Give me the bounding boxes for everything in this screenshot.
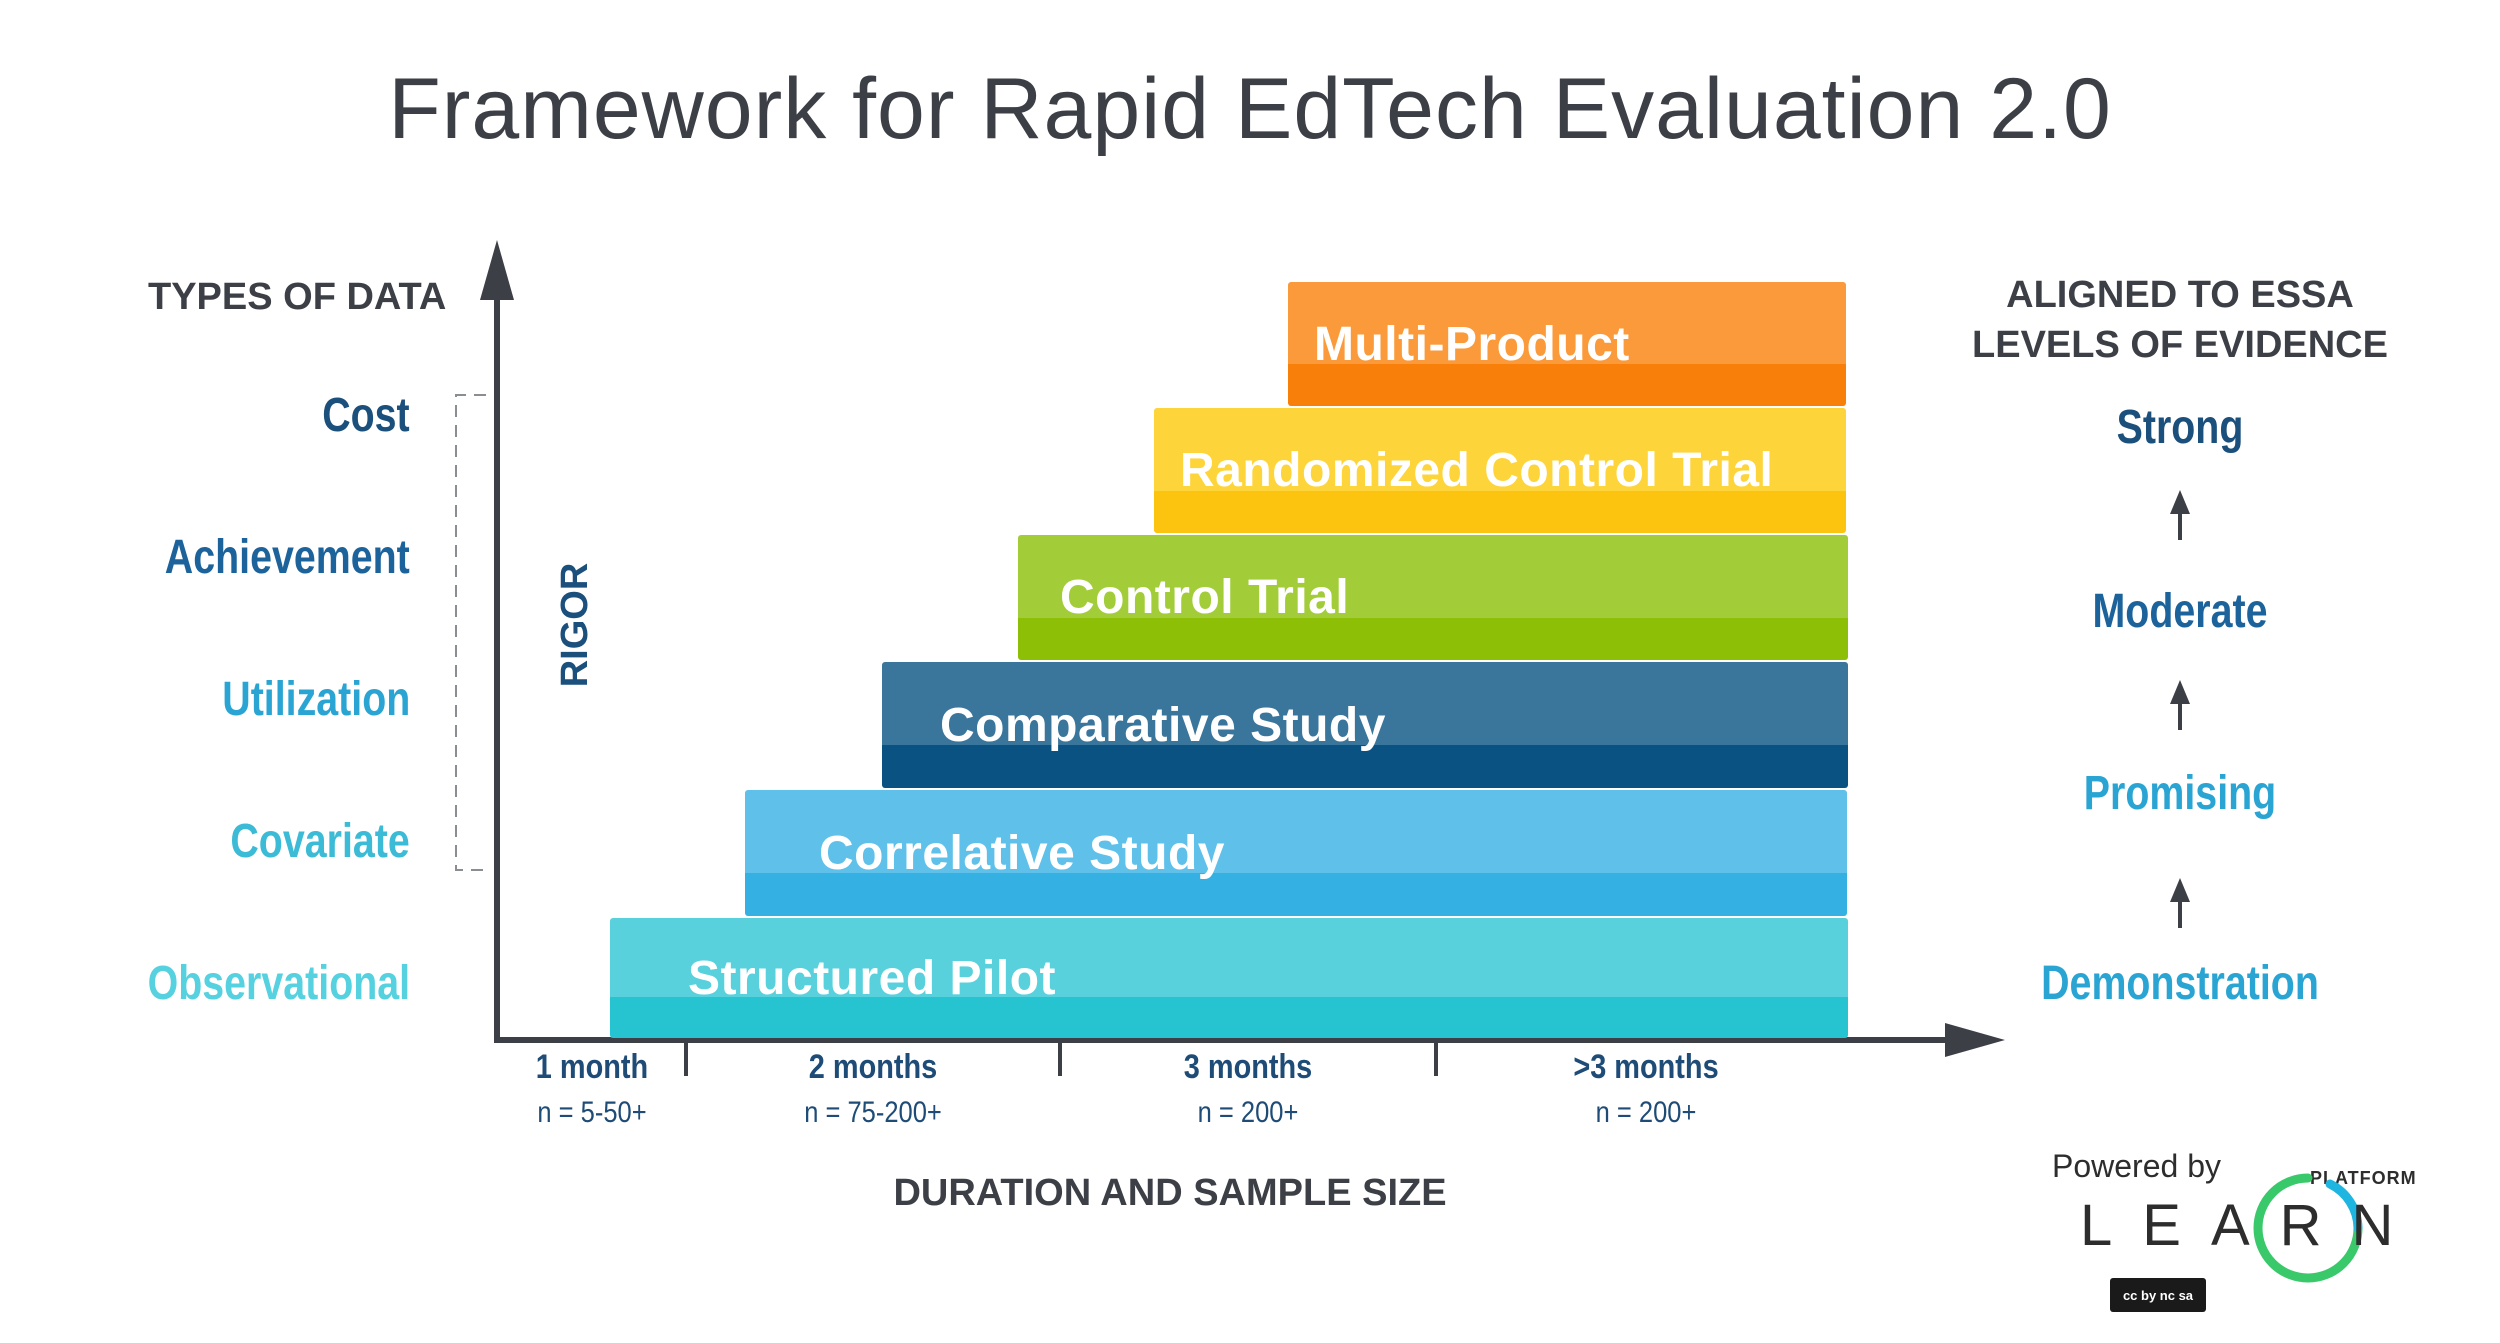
evidence-level-moderate: Moderate	[2092, 585, 2268, 638]
sample-3-months: n = 200+	[1197, 1096, 1299, 1129]
bar-randomized-control-trial: Randomized Control Trial	[1154, 408, 1846, 533]
data-type-achievement: Achievement	[164, 531, 410, 584]
evidence-level-promising: Promising	[2083, 767, 2277, 820]
duration-3-months: 3 months	[1183, 1048, 1313, 1086]
bar-comparative-study: Comparative Study	[882, 662, 1848, 788]
y-axis-arrowhead	[480, 240, 514, 300]
data-type-covariate: Covariate	[230, 815, 410, 868]
bar-top-band	[745, 790, 1847, 874]
sample-2-months: n = 75-200+	[804, 1096, 942, 1129]
study-label-control-trial: Control Trial	[1060, 571, 1350, 624]
brand-learn-wordmark: LEARN	[2080, 1193, 2424, 1258]
evidence-level-strong: Strong	[2116, 401, 2244, 454]
bar-multi-product: Multi-Product	[1288, 282, 1846, 406]
duration-over-3-months: >3 months	[1573, 1048, 1719, 1086]
essa-heading: ALIGNED TO ESSA LEVELS OF EVIDENCE	[1920, 270, 2440, 370]
level-arrow-1	[2170, 490, 2190, 540]
essa-heading-line1: ALIGNED TO ESSA	[2006, 274, 2354, 316]
bar-top-band	[882, 662, 1848, 746]
study-label-correlative-study: Correlative Study	[819, 826, 1225, 880]
bar-control-trial: Control Trial	[1018, 535, 1848, 660]
data-type-observational: Observational	[147, 957, 410, 1010]
study-label-randomized-control-trial: Randomized Control Trial	[1180, 444, 1774, 497]
x-axis-arrowhead	[1945, 1023, 2005, 1057]
data-type-cost: Cost	[322, 389, 410, 442]
sample-1-month: n = 5-50+	[537, 1096, 647, 1129]
study-label-structured-pilot: Structured Pilot	[688, 951, 1057, 1005]
powered-by-text: Powered by	[2052, 1148, 2221, 1184]
bar-top-band	[1154, 408, 1846, 491]
data-type-bracket	[455, 394, 486, 871]
bar-bottom-band	[1288, 363, 1846, 406]
level-arrow-3	[2170, 878, 2190, 928]
bar-bottom-band	[1154, 490, 1846, 533]
level-arrow-2	[2170, 680, 2190, 730]
evidence-level-demonstration: Demonstration	[2041, 957, 2319, 1010]
duration-2-months: 2 months	[808, 1048, 938, 1086]
bar-bottom-band	[882, 745, 1848, 788]
bar-bottom-band	[745, 873, 1847, 916]
study-label-multi-product: Multi-Product	[1314, 317, 1630, 371]
page-title: Framework for Rapid EdTech Evaluation 2.…	[388, 61, 2112, 157]
sample-over-3-months: n = 200+	[1595, 1096, 1697, 1129]
x-axis-label: DURATION AND SAMPLE SIZE	[893, 1172, 1447, 1214]
essa-heading-line2: LEVELS OF EVIDENCE	[1972, 324, 2388, 366]
y-axis-label: RIGOR	[554, 562, 596, 688]
creative-commons-license-badge: cc by nc sa	[2110, 1278, 2206, 1312]
learn-logo-arc-icon	[2253, 1173, 2363, 1283]
bar-bottom-band	[610, 997, 1848, 1038]
bar-bottom-band	[1018, 617, 1848, 660]
data-type-utilization: Utilization	[221, 673, 410, 726]
bar-top-band	[610, 918, 1848, 998]
duration-1-month: 1 month	[535, 1048, 649, 1086]
types-of-data-heading: TYPES OF DATA	[148, 276, 447, 318]
bar-top-band	[1288, 282, 1846, 364]
bar-structured-pilot: Structured Pilot	[610, 918, 1848, 1038]
bar-top-band	[1018, 535, 1848, 618]
bar-correlative-study: Correlative Study	[745, 790, 1847, 916]
study-label-comparative-study: Comparative Study	[940, 698, 1386, 752]
